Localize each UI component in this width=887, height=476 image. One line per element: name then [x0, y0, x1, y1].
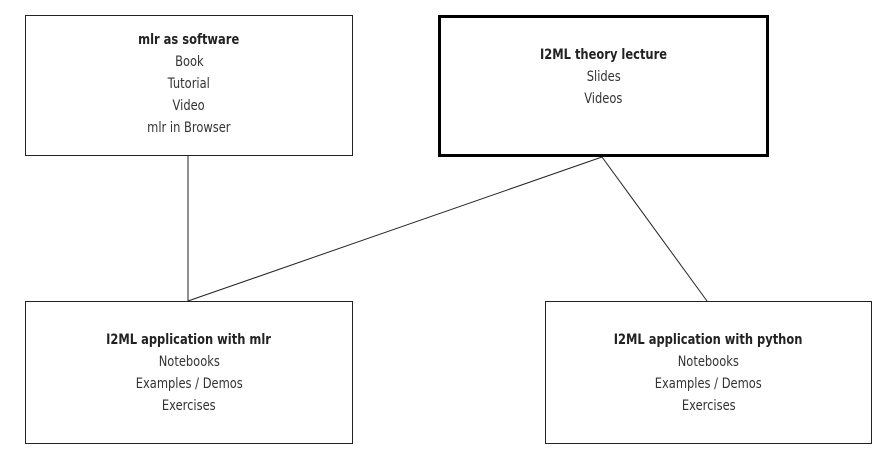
node-item: Exercises	[162, 397, 216, 414]
node-item: Slides	[586, 69, 621, 85]
node-i2ml-application-python: I2ML application with python Notebooks E…	[545, 301, 872, 444]
node-item: Exercises	[681, 397, 736, 414]
edge-i2ml-theory-to-i2ml-python	[601, 156, 708, 302]
edge-i2ml-theory-to-i2ml-mlr	[187, 156, 603, 302]
node-title: mlr as software	[138, 31, 240, 48]
node-mlr-as-software: mlr as software Book Tutorial Video mlr …	[25, 15, 353, 156]
node-item: mlr in Browser	[147, 119, 231, 136]
node-title: I2ML application with mlr	[106, 331, 272, 348]
node-item: Videos	[584, 91, 623, 107]
node-title: I2ML application with python	[614, 331, 803, 348]
node-i2ml-application-mlr: I2ML application with mlr Notebooks Exam…	[25, 301, 353, 444]
node-item: Examples / Demos	[135, 375, 243, 392]
node-item: Notebooks	[677, 353, 740, 370]
node-item: Book	[174, 53, 204, 70]
node-title: I2ML theory lecture	[539, 47, 668, 63]
node-i2ml-theory-lecture: I2ML theory lecture Slides Videos	[438, 15, 769, 157]
node-item: Video	[172, 97, 206, 114]
node-item: Examples / Demos	[654, 375, 763, 392]
node-item: Notebooks	[158, 353, 220, 370]
node-item: Tutorial	[167, 75, 211, 92]
